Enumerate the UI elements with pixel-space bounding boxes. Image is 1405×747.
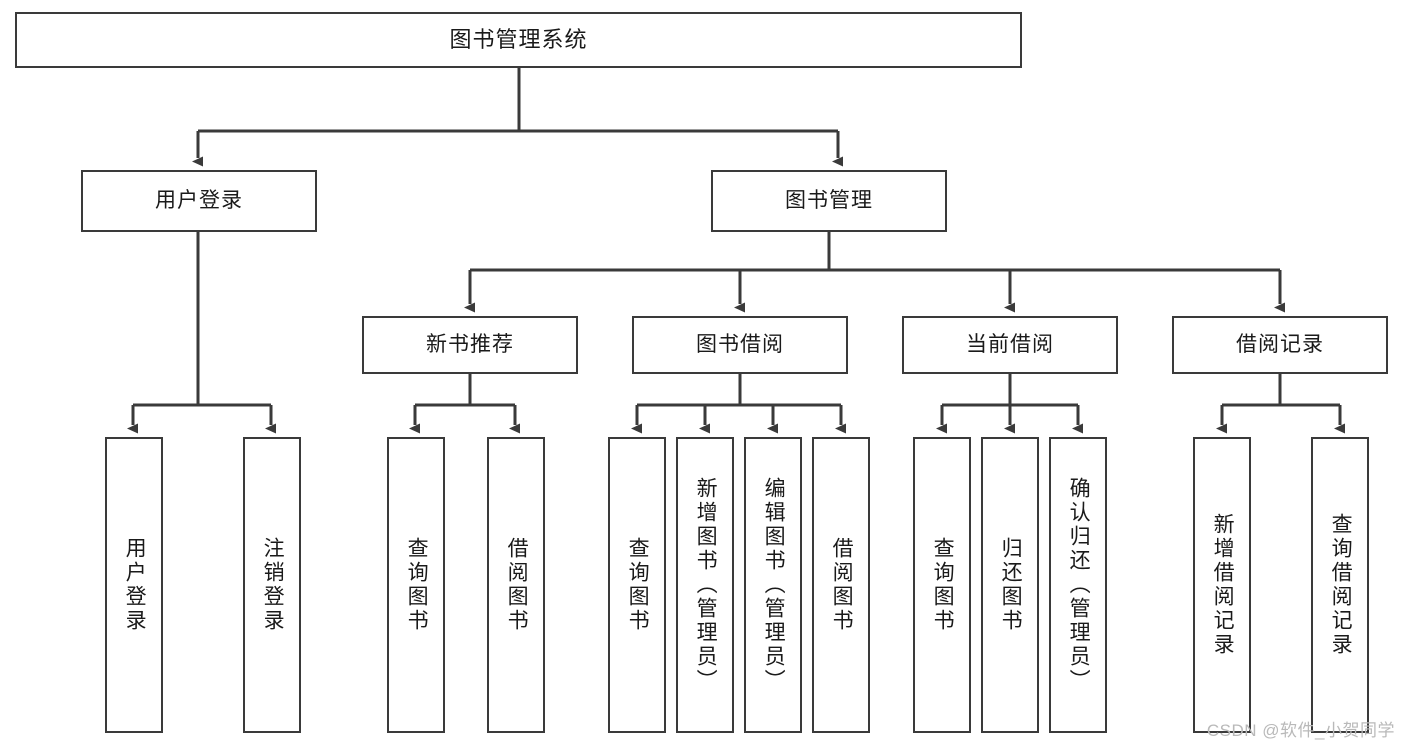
leaf-user-login-label: 用户登录 <box>123 537 147 633</box>
leaf-confirm-return[interactable]: 确认归还（管理员） <box>1049 437 1107 733</box>
leaf-add-record-label: 新增借阅记录 <box>1211 513 1235 657</box>
leaf-query-record[interactable]: 查询借阅记录 <box>1311 437 1369 733</box>
leaf-add-record[interactable]: 新增借阅记录 <box>1193 437 1251 733</box>
leaf-query-record-label: 查询借阅记录 <box>1329 513 1353 657</box>
leaf-query-book-3-label: 查询图书 <box>931 537 955 633</box>
leaf-query-book-3[interactable]: 查询图书 <box>913 437 971 733</box>
leaf-borrow-book-1-label: 借阅图书 <box>505 537 529 633</box>
node-current-borrow[interactable]: 当前借阅 <box>902 316 1118 374</box>
leaf-borrow-book-2-label: 借阅图书 <box>830 537 854 633</box>
node-user-login-label: 用户登录 <box>155 188 243 212</box>
leaf-return-book-label: 归还图书 <box>999 537 1023 633</box>
leaf-edit-book[interactable]: 编辑图书（管理员） <box>744 437 802 733</box>
node-current-borrow-label: 当前借阅 <box>966 332 1054 356</box>
leaf-logout[interactable]: 注销登录 <box>243 437 301 733</box>
node-book-borrow[interactable]: 图书借阅 <box>632 316 848 374</box>
leaf-add-book[interactable]: 新增图书（管理员） <box>676 437 734 733</box>
leaf-confirm-return-label: 确认归还（管理员） <box>1067 477 1091 693</box>
watermark: CSDN @软件_小贺同学 <box>1206 721 1395 740</box>
node-borrow-record[interactable]: 借阅记录 <box>1172 316 1388 374</box>
leaf-borrow-book-1[interactable]: 借阅图书 <box>487 437 545 733</box>
leaf-query-book-1-label: 查询图书 <box>405 537 429 633</box>
leaf-logout-label: 注销登录 <box>261 537 285 633</box>
node-root-label: 图书管理系统 <box>449 27 588 53</box>
node-new-book-recommend[interactable]: 新书推荐 <box>362 316 578 374</box>
leaf-query-book-2-label: 查询图书 <box>626 537 650 633</box>
leaf-borrow-book-2[interactable]: 借阅图书 <box>812 437 870 733</box>
node-book-manage-label: 图书管理 <box>785 188 873 212</box>
node-book-borrow-label: 图书借阅 <box>696 332 784 356</box>
leaf-user-login[interactable]: 用户登录 <box>105 437 163 733</box>
node-borrow-record-label: 借阅记录 <box>1236 332 1324 356</box>
node-new-book-recommend-label: 新书推荐 <box>426 332 514 356</box>
leaf-query-book-1[interactable]: 查询图书 <box>387 437 445 733</box>
node-user-login[interactable]: 用户登录 <box>81 170 317 232</box>
leaf-return-book[interactable]: 归还图书 <box>981 437 1039 733</box>
node-root[interactable]: 图书管理系统 <box>15 12 1022 68</box>
leaf-edit-book-label: 编辑图书（管理员） <box>762 477 786 693</box>
leaf-add-book-label: 新增图书（管理员） <box>694 477 718 693</box>
node-book-manage[interactable]: 图书管理 <box>711 170 947 232</box>
leaf-query-book-2[interactable]: 查询图书 <box>608 437 666 733</box>
